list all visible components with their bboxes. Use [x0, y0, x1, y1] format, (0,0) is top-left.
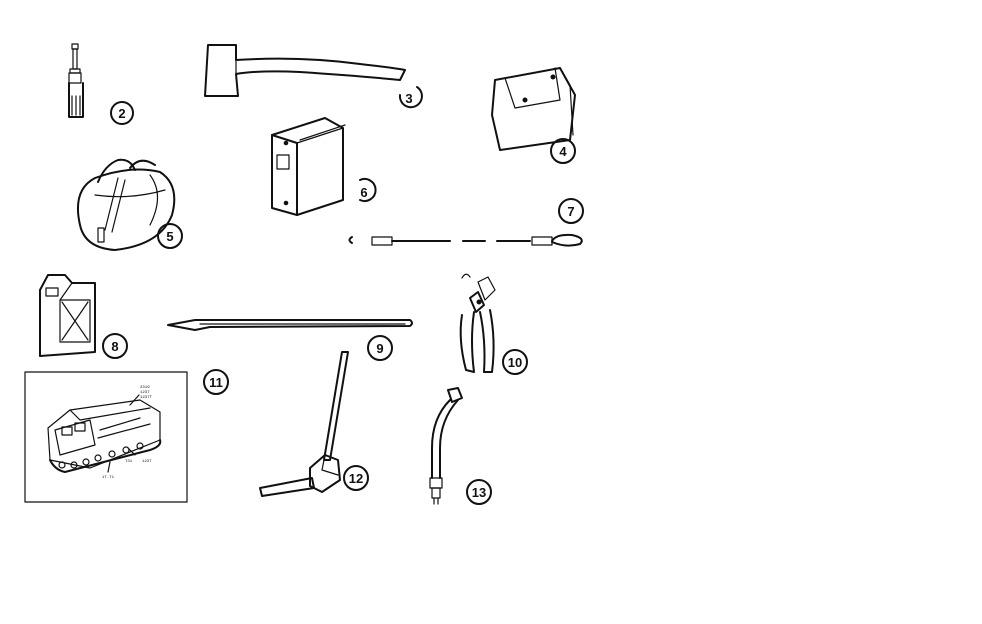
inset-label-4: T31 [125, 460, 133, 464]
callout-6: 6 [360, 179, 376, 201]
inset-label-1: 2319 [140, 386, 150, 390]
callout-2: 2 [111, 102, 133, 124]
callout-4-label: 4 [559, 144, 567, 159]
callout-13-label: 13 [472, 485, 486, 500]
axe [205, 45, 405, 96]
callout-9: 9 [368, 336, 392, 360]
callout-12: 12 [344, 466, 368, 490]
callout-8: 8 [103, 334, 127, 358]
canvas-pouch [492, 68, 575, 150]
callout-7: 7 [559, 199, 583, 223]
callout-9-label: 9 [376, 341, 383, 356]
callout-10-label: 10 [508, 355, 522, 370]
inset-label-2: 1237 [140, 391, 150, 395]
t-handle-wrench [260, 352, 348, 496]
inset-label-6: 1T-T1 [102, 476, 115, 480]
callout-3: 3 [400, 87, 422, 107]
duffel-bag [78, 160, 174, 250]
vehicle-inset-panel: 2319 1237 1237T T31 1237 1T-T1 [25, 372, 187, 502]
technical-manual-binder [272, 118, 345, 215]
inset-frame [25, 372, 187, 502]
callout-13: 13 [467, 480, 491, 504]
callout-2-label: 2 [118, 106, 125, 121]
callout-7-label: 7 [567, 204, 574, 219]
inset-label-3: 1237T [140, 396, 153, 400]
cutting-pliers [461, 274, 495, 372]
callout-11-label: 11 [209, 375, 223, 390]
callout-10: 10 [503, 350, 527, 374]
callout-4: 4 [551, 139, 575, 163]
callout-8-label: 8 [111, 339, 118, 354]
jerrycan [40, 275, 95, 356]
flexible-hose [430, 388, 462, 504]
callout-3-label: 3 [405, 91, 412, 106]
callout-6-label: 6 [360, 185, 367, 200]
socket-extension-tool [69, 44, 83, 117]
tow-cable [350, 235, 582, 246]
callout-11: 11 [204, 370, 228, 394]
pry-bar [168, 320, 412, 330]
callout-12-label: 12 [349, 471, 363, 486]
callout-5-label: 5 [166, 229, 173, 244]
callout-5: 5 [158, 224, 182, 248]
inset-label-5: 1237 [142, 460, 152, 464]
